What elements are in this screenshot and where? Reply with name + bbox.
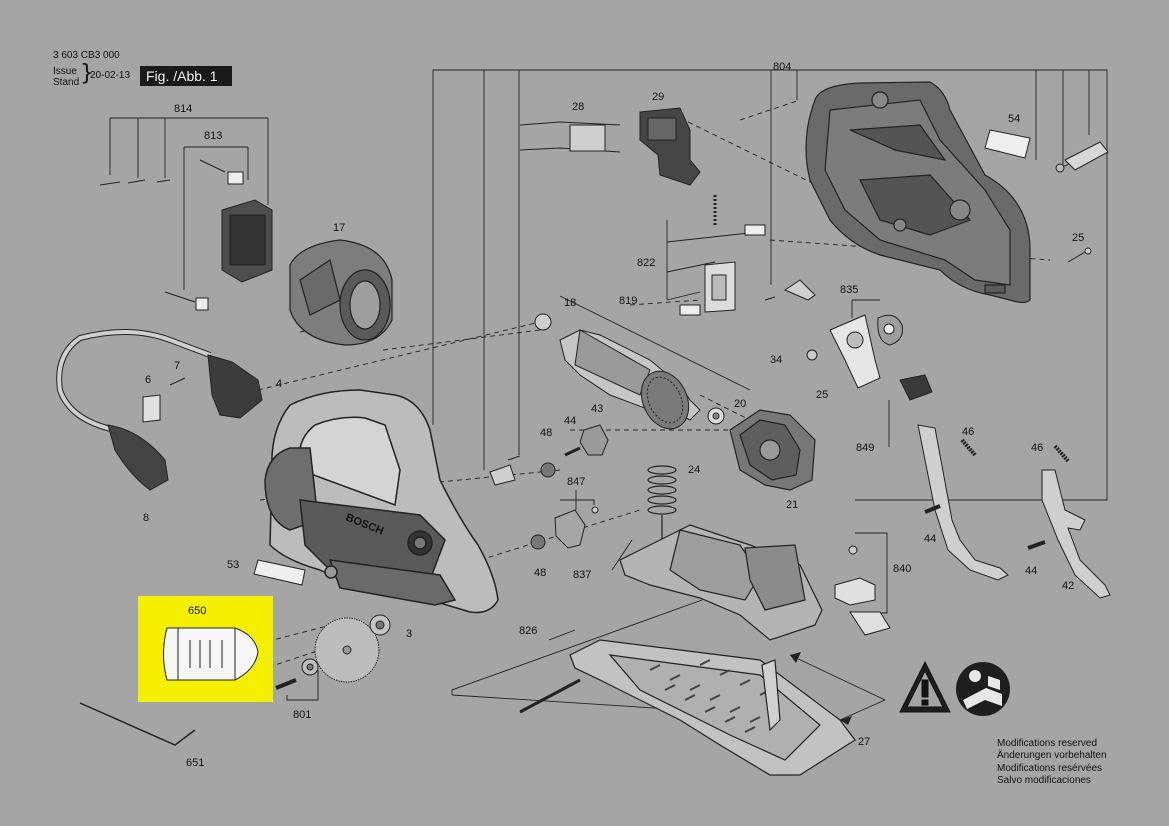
callout-54: 54: [1008, 113, 1020, 125]
callout-34: 34: [770, 354, 782, 366]
callout-46-left: 46: [962, 426, 974, 438]
callout-6: 6: [145, 374, 151, 386]
callout-826: 826: [519, 625, 537, 637]
callout-44-mid: 44: [924, 533, 936, 545]
callout-28: 28: [572, 101, 584, 113]
callout-27: 27: [858, 736, 870, 748]
modification-line-fr: Modifications resérvées: [997, 762, 1103, 774]
callout-48-top: 48: [540, 427, 552, 439]
callout-20: 20: [734, 398, 746, 410]
saw-housing: [264, 389, 499, 614]
flange-3: [369, 614, 391, 636]
callout-21: 21: [786, 499, 798, 511]
modification-line-en: Modifications reserved: [997, 738, 1098, 749]
callout-8: 8: [143, 512, 149, 524]
callout-25-mid: 25: [816, 389, 828, 401]
power-cord: [56, 329, 263, 491]
callout-835: 835: [840, 284, 858, 296]
document-number: 3 603 CB3 000: [53, 50, 120, 61]
depth-levers: [899, 374, 1111, 599]
dust-nozzle-650: [163, 627, 259, 681]
callout-43: 43: [591, 403, 603, 415]
stand-label: Stand: [53, 77, 80, 88]
callout-44-left: 44: [564, 415, 576, 427]
document-date: 20-02-13: [90, 70, 131, 81]
screw-25-right: [1067, 247, 1092, 263]
callout-17: 17: [333, 222, 345, 234]
brush-parts-822: [679, 195, 766, 316]
callout-651: 651: [186, 757, 204, 769]
callout-46-right: 46: [1031, 442, 1043, 454]
callout-53: 53: [227, 559, 239, 571]
issue-label: Issue: [53, 66, 77, 77]
callout-849: 849: [856, 442, 874, 454]
read-manual-icon: [956, 662, 1010, 716]
callout-840: 840: [893, 563, 911, 575]
motor-housing: [805, 81, 1031, 304]
callout-24: 24: [688, 464, 700, 476]
label-strip-53: [253, 559, 306, 586]
cover-plate-835: [764, 279, 903, 389]
callout-804: 804: [773, 61, 791, 73]
clamp-parts-840: [834, 545, 891, 636]
callout-822: 822: [637, 257, 655, 269]
issue-stand-label: Issue Stand: [53, 66, 79, 88]
field-coil-17: [289, 239, 393, 346]
modifications-notice: Modifications reserved Änderungen vorbeh…: [997, 738, 1107, 787]
cable-clamp-right: [1055, 141, 1109, 173]
base-plate-27: [519, 639, 856, 776]
label-plate-54: [984, 129, 1031, 159]
gear-parts: [489, 424, 609, 550]
callout-42: 42: [1062, 580, 1074, 592]
brace-glyph: }: [80, 61, 94, 86]
callout-3: 3: [406, 628, 412, 640]
switch-assembly: [195, 171, 273, 311]
arrowheads: [790, 652, 852, 725]
modification-line-es: Salvo modificaciones: [997, 774, 1091, 786]
hex-key-651: [79, 702, 196, 746]
switch-29: [639, 107, 701, 186]
callout-847: 847: [567, 476, 585, 488]
callout-labels: 804 814 813 28 29 54 17 25 822 835 18 81…: [143, 61, 1084, 769]
modification-line-de: Änderungen vorbehalten: [997, 750, 1107, 762]
callout-801: 801: [293, 709, 311, 721]
callout-814: 814: [174, 103, 192, 115]
brush-holder-28: [569, 124, 606, 152]
callout-650: 650: [188, 605, 206, 617]
warning-icon: [899, 660, 951, 713]
guard-assembly: [619, 524, 823, 641]
callout-29: 29: [652, 91, 664, 103]
callout-813: 813: [204, 130, 222, 142]
callout-25-right: 25: [1072, 232, 1084, 244]
callout-837: 837: [573, 569, 591, 581]
callout-4: 4: [276, 378, 282, 390]
gearbox-21: [729, 409, 816, 491]
callout-48-bottom: 48: [534, 567, 546, 579]
figure-badge: Fig. /Abb. 1: [140, 66, 232, 86]
washer-screw-801: [275, 658, 319, 690]
highlight-650: 650: [138, 596, 273, 702]
callout-7: 7: [174, 360, 180, 372]
saw-blade: [314, 617, 380, 683]
callout-819: 819: [619, 295, 637, 307]
callout-18: 18: [564, 297, 576, 309]
callout-44-right: 44: [1025, 565, 1037, 577]
armature-819: [534, 313, 725, 430]
